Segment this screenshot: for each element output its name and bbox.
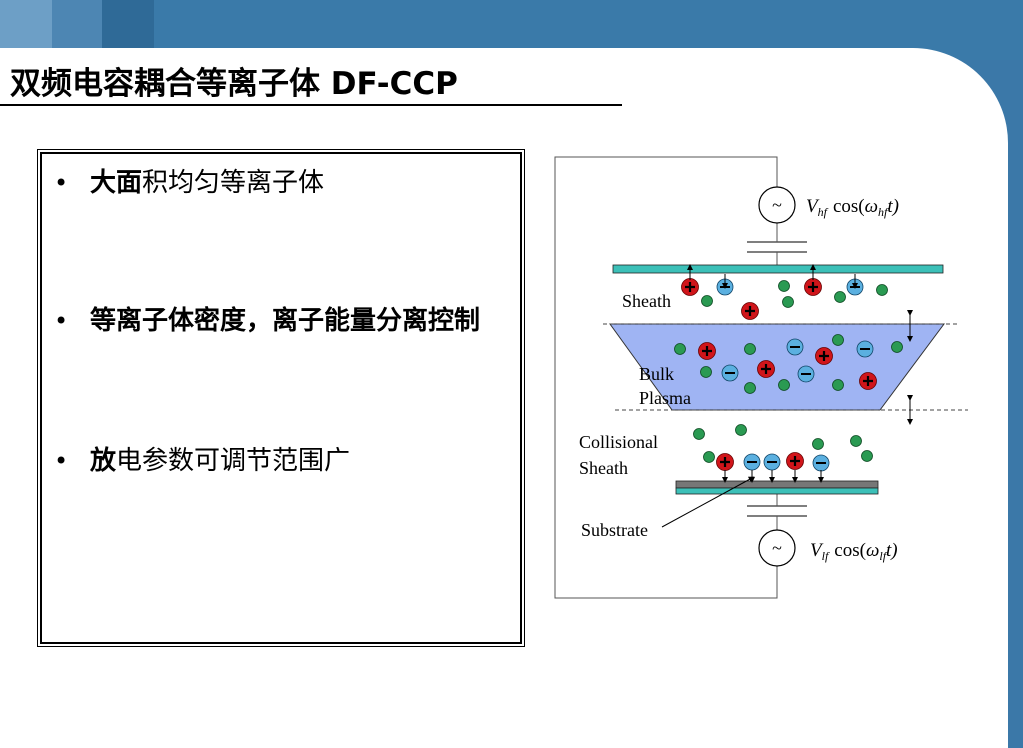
collisional-label: Collisional	[579, 432, 658, 452]
particles-layer	[674, 264, 903, 483]
neutral-particle-icon	[832, 334, 844, 346]
neutral-particle-icon	[701, 295, 713, 307]
bullet-box: • 大面积均匀等离子体 • 等离子体密度，离子能量分离控制 • 放电参数可调节范…	[37, 149, 525, 647]
neutral-particle-icon	[693, 428, 705, 440]
neutral-particle-icon	[703, 451, 715, 463]
title-underline	[0, 104, 622, 106]
tilde-symbol: ~	[772, 195, 782, 215]
positive-ion-icon	[815, 347, 833, 365]
bullet-dot-icon: •	[54, 169, 69, 197]
positive-ion-icon	[757, 360, 775, 378]
neutral-particle-icon	[700, 366, 712, 378]
bullet-dot-icon: •	[54, 307, 69, 335]
sheath-label: Sheath	[622, 291, 671, 311]
neutral-particle-icon	[735, 424, 747, 436]
negative-ion-icon	[743, 453, 761, 483]
bullet-1-bold: 大面	[90, 168, 143, 198]
neutral-particle-icon	[782, 296, 794, 308]
negative-ion-icon	[797, 365, 815, 383]
collisional-sheath-label: Sheath	[579, 458, 628, 478]
neutral-particle-icon	[861, 450, 873, 462]
neutral-particle-icon	[891, 341, 903, 353]
header-square-light	[0, 0, 52, 48]
substrate-label: Substrate	[581, 520, 648, 540]
positive-ion-icon	[741, 302, 759, 320]
negative-ion-icon	[716, 274, 734, 296]
positive-ion-icon	[698, 342, 716, 360]
tilde-symbol: ~	[772, 538, 782, 558]
substrate-plate	[675, 480, 879, 489]
neutral-particle-icon	[744, 343, 756, 355]
negative-ion-icon	[846, 274, 864, 296]
positive-ion-icon	[859, 372, 877, 390]
positive-ion-icon	[786, 452, 804, 483]
neutral-particle-icon	[834, 291, 846, 303]
negative-ion-icon	[856, 340, 874, 358]
header-square-mid	[52, 0, 102, 48]
top-electrode	[612, 264, 944, 274]
capacitor-top	[747, 241, 807, 253]
circuit-wires	[554, 156, 778, 599]
bullet-2-bold: 等离子体密度，离子能量分离控制	[90, 306, 481, 336]
neutral-particle-icon	[674, 343, 686, 355]
slide-title: 双频电容耦合等离子体 DF-CCP	[10, 66, 458, 102]
substrate-pointer-arrow	[661, 476, 755, 528]
ac-source-hf-icon: ~	[758, 186, 796, 224]
neutral-particle-icon	[744, 382, 756, 394]
plasma-label: Plasma	[639, 388, 691, 408]
bullet-3-text: 电参数可调节范围广	[116, 446, 351, 476]
neutral-particle-icon	[778, 379, 790, 391]
bullet-dot-icon: •	[54, 447, 69, 475]
negative-ion-icon	[812, 454, 830, 483]
bulk-label: Bulk	[639, 364, 674, 384]
negative-ion-icon	[786, 338, 804, 356]
bullet-1-text: 积均匀等离子体	[142, 168, 325, 198]
bullet-3-bold: 放	[90, 446, 117, 476]
positive-ion-icon	[716, 453, 734, 483]
neutral-particle-icon	[876, 284, 888, 296]
ac-source-lf-icon: ~	[758, 529, 796, 567]
neutral-particle-icon	[850, 435, 862, 447]
positive-ion-icon	[681, 264, 699, 296]
positive-ion-icon	[804, 264, 822, 296]
neutral-particle-icon	[832, 379, 844, 391]
negative-ion-icon	[721, 364, 739, 382]
header-square-dark	[102, 0, 154, 48]
negative-ion-icon	[763, 453, 781, 483]
neutral-particle-icon	[812, 438, 824, 450]
neutral-particle-icon	[778, 280, 790, 292]
capacitor-bottom	[747, 505, 807, 517]
bottom-electrode	[675, 487, 879, 495]
